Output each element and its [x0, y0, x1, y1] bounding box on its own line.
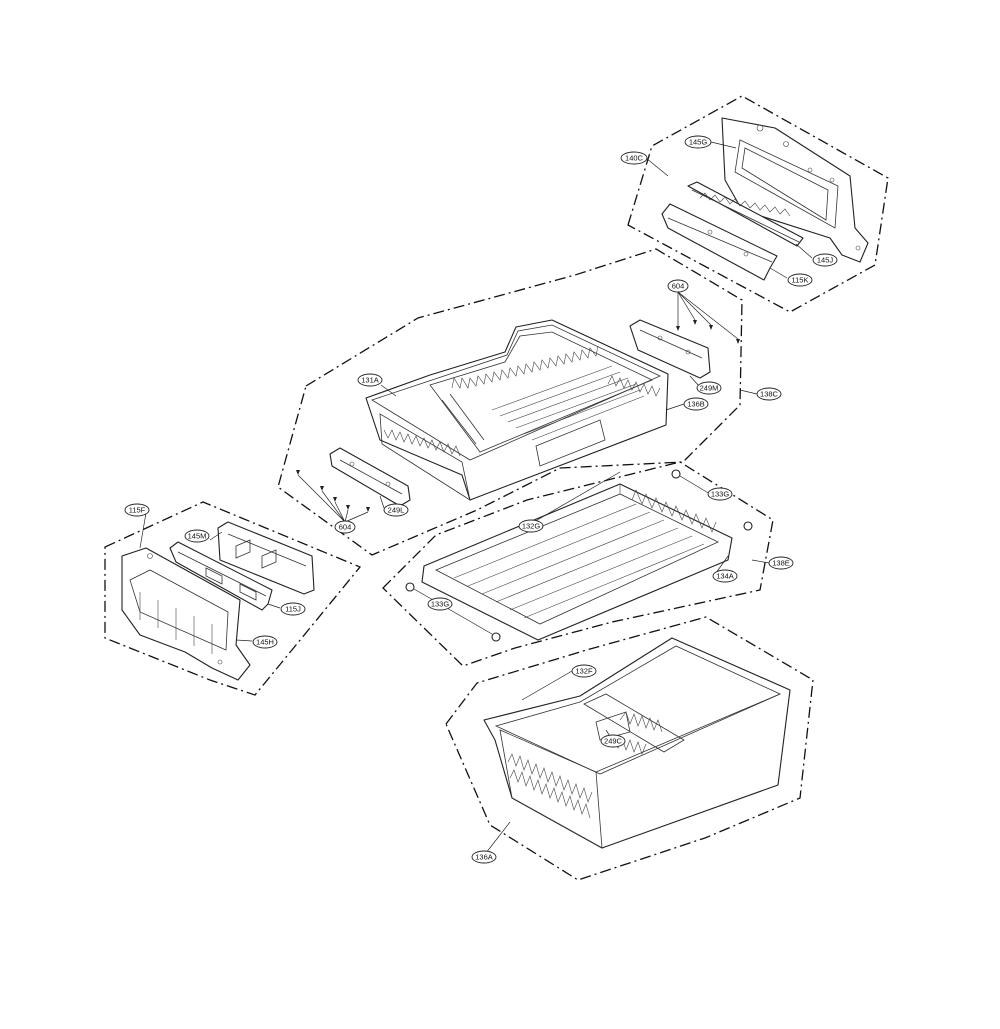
svg-text:249C: 249C	[604, 737, 623, 746]
part-145g-bracket	[721, 117, 869, 263]
callout-115j: 115J	[280, 602, 306, 616]
part-145j-rail	[687, 181, 804, 247]
svg-text:138C: 138C	[760, 390, 779, 399]
callout-138e: 138E	[768, 556, 794, 570]
screws-604-top	[676, 291, 740, 344]
group-outline-136a	[445, 616, 814, 881]
svg-text:136A: 136A	[475, 853, 493, 862]
callout-249c: 249C	[600, 734, 626, 748]
svg-text:145M: 145M	[188, 532, 207, 541]
svg-text:132G: 132G	[522, 522, 541, 531]
callout-604-top: 604	[667, 279, 689, 293]
callout-145g: 145G	[684, 135, 712, 149]
callout-136a: 136A	[471, 850, 497, 864]
callout-136b: 136B	[683, 397, 709, 411]
svg-text:136B: 136B	[687, 400, 705, 409]
callout-249l: 249L	[383, 503, 409, 517]
svg-text:115J: 115J	[285, 605, 301, 614]
svg-text:133G: 133G	[431, 600, 450, 609]
part-136a-lower-basket	[483, 637, 791, 849]
part-249m-bracket	[629, 319, 711, 379]
part-145m-rail	[217, 521, 315, 595]
svg-text:604: 604	[339, 523, 352, 532]
svg-text:145G: 145G	[689, 138, 708, 147]
screws-133g	[405, 469, 753, 642]
part-249l-bracket	[329, 447, 411, 507]
svg-text:145J: 145J	[817, 256, 834, 265]
svg-text:249M: 249M	[700, 384, 719, 393]
callout-133g-top: 133G	[707, 487, 733, 501]
callout-604-left: 604	[334, 520, 356, 534]
callout-145j: 145J	[812, 253, 838, 267]
callout-115k: 115K	[787, 273, 813, 287]
group-outline-140c	[627, 95, 889, 313]
svg-text:138E: 138E	[772, 559, 790, 568]
callout-134a: 134A	[712, 569, 738, 583]
callout-131a: 131A	[357, 373, 383, 387]
leader-lines	[139, 141, 813, 854]
callout-115f: 115F	[124, 503, 150, 517]
callout-140c: 140C	[620, 151, 648, 165]
svg-text:115K: 115K	[792, 276, 809, 285]
part-145h-bracket	[121, 547, 251, 681]
screws-604-left	[296, 470, 370, 523]
svg-text:134A: 134A	[716, 572, 734, 581]
svg-text:132F: 132F	[575, 667, 593, 676]
group-outline-115f	[104, 501, 362, 696]
svg-text:145H: 145H	[256, 638, 274, 647]
group-outline-138c	[277, 248, 743, 556]
part-115k-rail	[661, 203, 778, 281]
callout-145h: 145H	[252, 635, 278, 649]
callout-145m: 145M	[184, 529, 210, 543]
svg-text:249L: 249L	[388, 506, 405, 515]
svg-text:133G: 133G	[711, 490, 730, 499]
callout-132g: 132G	[518, 519, 544, 533]
svg-text:140C: 140C	[625, 154, 644, 163]
callout-132f: 132F	[571, 664, 597, 678]
callout-249m: 249M	[696, 381, 722, 395]
part-134a-shelf	[421, 483, 733, 641]
svg-text:115F: 115F	[129, 506, 146, 515]
svg-text:604: 604	[672, 282, 685, 291]
svg-text:131A: 131A	[361, 376, 379, 385]
callout-133g-left: 133G	[427, 597, 453, 611]
part-131a-upper-drawer	[365, 319, 669, 501]
callout-138c: 138C	[756, 387, 782, 401]
